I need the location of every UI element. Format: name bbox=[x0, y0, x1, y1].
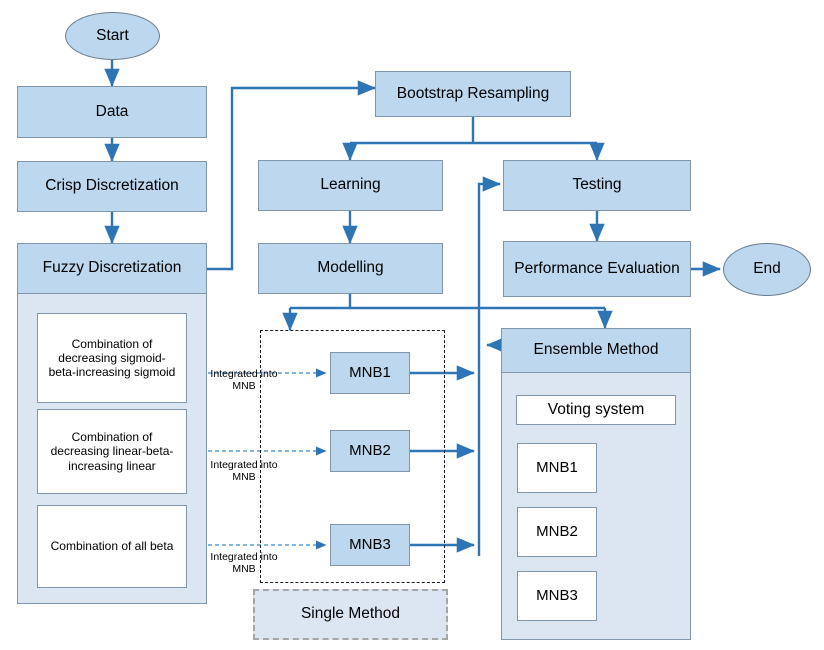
node-mnb3-ensemble[interactable]: MNB3 bbox=[517, 571, 597, 621]
node-crisp-discretization[interactable]: Crisp Discretization bbox=[17, 161, 207, 212]
node-start-label: Start bbox=[96, 26, 129, 44]
node-combination-all-beta-label: Combination of all beta bbox=[50, 539, 174, 554]
node-voting-system-label: Voting system bbox=[547, 400, 645, 418]
node-data-label: Data bbox=[95, 102, 129, 120]
node-crisp-discretization-label: Crisp Discretization bbox=[45, 177, 179, 195]
node-mnb3-single-label: MNB3 bbox=[349, 536, 391, 554]
node-single-method[interactable]: Single Method bbox=[253, 589, 448, 640]
node-fuzzy-discretization-label: Fuzzy Discretization bbox=[42, 259, 182, 277]
node-combination-sigmoid[interactable]: Combination of decreasing sigmoid-beta-i… bbox=[37, 313, 187, 403]
node-bootstrap-resampling[interactable]: Bootstrap Resampling bbox=[375, 71, 571, 117]
node-combination-linear[interactable]: Combination of decreasing linear-beta-in… bbox=[37, 409, 187, 494]
node-combination-all-beta[interactable]: Combination of all beta bbox=[37, 505, 187, 588]
node-testing[interactable]: Testing bbox=[503, 160, 691, 211]
node-single-method-label: Single Method bbox=[300, 605, 401, 623]
node-mnb2-single-label: MNB2 bbox=[349, 442, 391, 460]
node-performance-evaluation[interactable]: Performance Evaluation bbox=[503, 241, 691, 297]
node-mnb1-single-label: MNB1 bbox=[349, 364, 391, 382]
node-mnb2-ensemble[interactable]: MNB2 bbox=[517, 507, 597, 557]
node-voting-system[interactable]: Voting system bbox=[516, 395, 676, 425]
node-mnb1-single[interactable]: MNB1 bbox=[330, 352, 410, 394]
node-ensemble-method-label: Ensemble Method bbox=[533, 341, 659, 359]
node-mnb1-ensemble[interactable]: MNB1 bbox=[517, 443, 597, 493]
node-testing-label: Testing bbox=[572, 176, 622, 194]
edge-collector-testing bbox=[477, 176, 501, 556]
node-mnb2-single[interactable]: MNB2 bbox=[330, 430, 410, 472]
node-mnb3-ensemble-label: MNB3 bbox=[536, 587, 578, 605]
node-learning-label: Learning bbox=[320, 176, 381, 194]
node-end[interactable]: End bbox=[723, 243, 811, 296]
node-combination-sigmoid-label: Combination of decreasing sigmoid-beta-i… bbox=[48, 336, 176, 380]
single-method-group-outline bbox=[260, 330, 445, 583]
node-combination-linear-label: Combination of decreasing linear-beta-in… bbox=[50, 430, 174, 473]
node-ensemble-method[interactable]: Ensemble Method bbox=[501, 328, 691, 373]
node-performance-evaluation-label: Performance Evaluation bbox=[514, 259, 680, 277]
node-learning[interactable]: Learning bbox=[258, 160, 443, 211]
node-bootstrap-resampling-label: Bootstrap Resampling bbox=[396, 84, 550, 102]
node-mnb2-ensemble-label: MNB2 bbox=[536, 523, 578, 541]
node-mnb1-ensemble-label: MNB1 bbox=[536, 459, 578, 477]
node-modelling-label: Modelling bbox=[317, 259, 384, 277]
node-end-label: End bbox=[753, 260, 781, 278]
node-data[interactable]: Data bbox=[17, 86, 207, 138]
node-mnb3-single[interactable]: MNB3 bbox=[330, 524, 410, 566]
node-fuzzy-discretization[interactable]: Fuzzy Discretization bbox=[17, 243, 207, 294]
node-start[interactable]: Start bbox=[65, 12, 160, 60]
node-modelling[interactable]: Modelling bbox=[258, 243, 443, 294]
